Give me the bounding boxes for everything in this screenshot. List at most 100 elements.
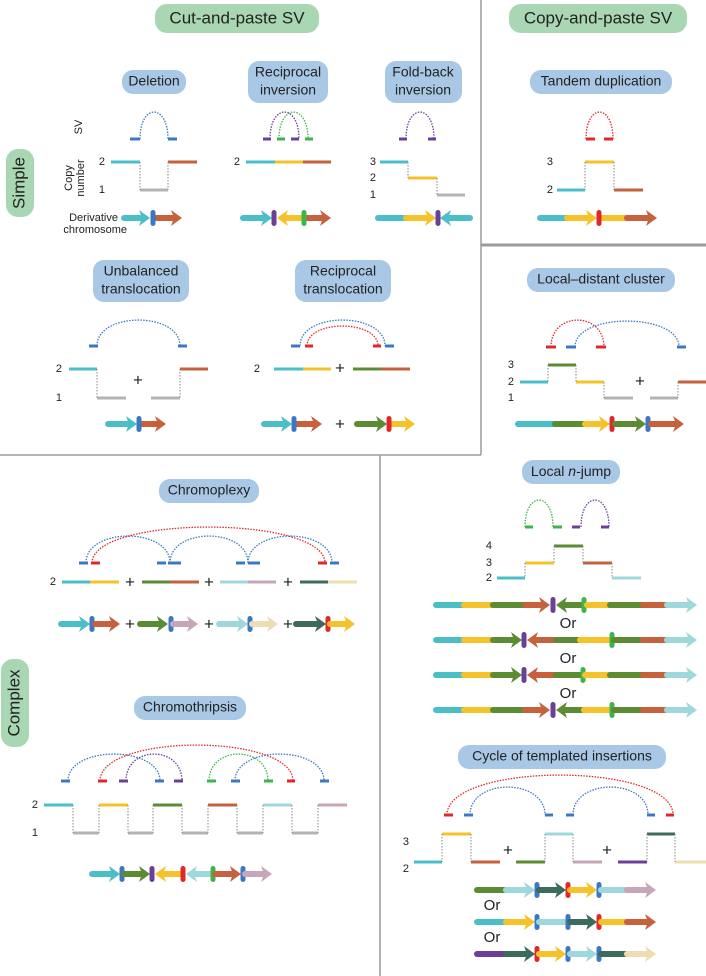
breakpoint-junction <box>271 210 277 226</box>
chromosome-arrowhead <box>171 210 182 226</box>
chromosome-arrowhead <box>645 946 656 962</box>
cn-label: 2 <box>370 172 376 184</box>
chromosome-arrowhead <box>539 702 550 718</box>
pill-tandem-duplication-label: Tandem duplication <box>541 73 662 89</box>
sv-arc <box>574 320 680 348</box>
header-copy-and-paste-label: Copy-and-paste SV <box>524 8 673 27</box>
cn-label: 2 <box>234 156 240 168</box>
chromosome-arrowhead <box>267 616 278 632</box>
sv-arc <box>247 535 333 564</box>
cn-label: 1 <box>56 392 62 404</box>
breakpoint-junction <box>550 597 556 613</box>
chromosome-arrowhead <box>315 616 326 632</box>
cn-label: 1 <box>508 392 514 404</box>
chromosome-arrowhead <box>524 882 535 898</box>
plus-sign: + <box>635 371 645 390</box>
chromosome-arrowhead <box>320 210 331 226</box>
chromosome-arrowhead <box>261 210 272 226</box>
pill-cycle-templated-insertions: Cycle of templated insertions <box>458 745 666 769</box>
chromosome-arrowhead <box>376 416 387 432</box>
chromosome-arrowhead <box>673 416 684 432</box>
pill-reciprocal-translocation: Reciprocal translocation <box>295 260 391 302</box>
row-label-derivative: Derivative <box>69 212 118 224</box>
row-label-chromosome: chromosome <box>63 224 127 236</box>
cn-label: 2 <box>99 156 105 168</box>
category-simple: Simple <box>6 149 34 217</box>
chromosome-arrowhead <box>139 210 150 226</box>
sv-arc <box>125 753 183 782</box>
or-label: Or <box>560 650 577 667</box>
pill-chromothripsis-label: Chromothripsis <box>143 699 237 715</box>
plus-sign: + <box>283 614 293 633</box>
pill-chromoplexy-label: Chromoplexy <box>168 482 250 498</box>
or-label: Or <box>560 685 577 702</box>
sv-arc <box>99 744 294 782</box>
cn-label: 3 <box>370 156 376 168</box>
chromosome-arrowhead <box>586 882 597 898</box>
chromosome-arrowhead <box>404 416 415 432</box>
category-complex: Complex <box>1 659 29 747</box>
pill-local-n-jump: Local n-jump <box>522 460 620 484</box>
breakpoint-junction <box>550 702 556 718</box>
header-cut-and-paste-label: Cut-and-paste SV <box>169 8 305 27</box>
cn-label: 1 <box>32 827 38 839</box>
cn-label: 3 <box>508 359 514 371</box>
pill-reciprocal-translocation-line2: translocation <box>303 281 382 297</box>
chromosome-arrowhead <box>645 882 656 898</box>
row-label-copy: Copy <box>63 165 75 191</box>
pill-cycle-label: Cycle of templated insertions <box>472 748 652 764</box>
breakpoint-junction <box>386 416 392 432</box>
pill-unbalanced-line2: translocation <box>101 281 180 297</box>
sv-arc <box>585 111 614 140</box>
plus-sign: + <box>125 614 135 633</box>
category-simple-label: Simple <box>9 157 28 209</box>
cn-label: 1 <box>99 184 105 196</box>
sv-arc <box>96 319 181 347</box>
pill-reciprocal-inversion-line1: Reciprocal <box>255 64 321 80</box>
chromosome-arrowhead <box>425 210 436 226</box>
chromosome-arrowhead <box>539 597 550 613</box>
category-complex-label: Complex <box>4 669 23 737</box>
pill-local-distant-label: Local–distant cluster <box>537 271 665 287</box>
pill-local-n-jump-label: Local n-jump <box>531 463 611 479</box>
pill-tandem-duplication: Tandem duplication <box>530 70 672 94</box>
plus-sign: + <box>503 840 513 859</box>
chromosome-arrowhead <box>556 597 567 613</box>
sv-arc <box>405 111 435 140</box>
sv-arc <box>139 111 169 140</box>
pill-chromoplexy: Chromoplexy <box>159 479 259 503</box>
chromosome-arrowhead <box>157 616 168 632</box>
chromosome-arrowhead <box>586 946 597 962</box>
plus-sign: + <box>133 370 143 389</box>
plus-sign: + <box>283 572 293 591</box>
chromosome-arrowhead <box>311 416 322 432</box>
plus-sign: + <box>335 414 345 433</box>
sv-arc <box>208 753 269 782</box>
chromosome-arrowhead <box>277 210 288 226</box>
plus-sign: + <box>335 358 345 377</box>
breakpoint-junction <box>521 667 527 683</box>
breakpoint-junction <box>521 632 527 648</box>
header-copy-and-paste: Copy-and-paste SV <box>509 4 687 33</box>
sv-arc <box>469 786 546 816</box>
chromosome-arrowhead <box>646 210 657 226</box>
sv-arc <box>85 535 171 564</box>
breakpoint-junction <box>596 210 602 226</box>
pill-unbalanced-translocation: Unbalanced translocation <box>93 260 189 302</box>
pill-chromothripsis: Chromothripsis <box>134 696 246 720</box>
chromosome-arrowhead <box>187 616 198 632</box>
breakpoint-junction <box>435 210 441 226</box>
chromosome-arrowhead <box>524 914 535 930</box>
sv-shapes <box>44 111 706 962</box>
sv-arc <box>524 499 554 528</box>
cn-label: 2 <box>56 363 62 375</box>
chromosome-arrowhead <box>527 632 538 648</box>
sv-arc <box>572 786 649 816</box>
cn-label: 3 <box>486 557 492 569</box>
sv-arc <box>580 499 610 528</box>
sv-arc <box>67 753 161 782</box>
chromosome-arrowhead <box>555 882 566 898</box>
sv-arc <box>299 319 386 347</box>
chromosome-arrowhead <box>586 210 597 226</box>
breakpoint-junction <box>291 416 297 432</box>
